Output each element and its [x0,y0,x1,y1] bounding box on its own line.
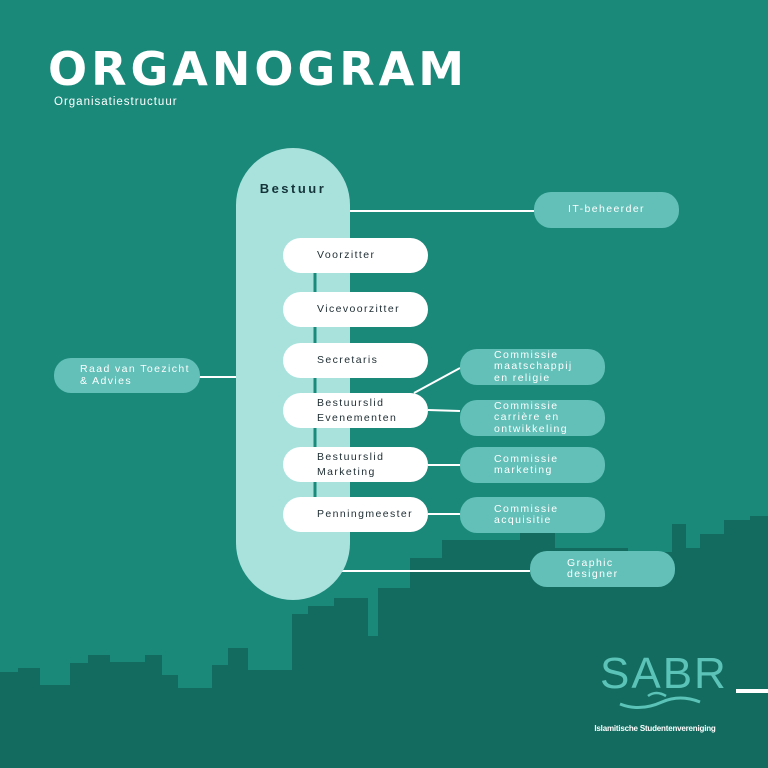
role-bestuurslid-evenementen: Bestuurslid Evenementen [283,393,428,428]
role-bestuurslid-marketing: Bestuurslid Marketing [283,447,428,482]
edge-dash [736,689,768,693]
node-commissie-carriere: Commissie carrière en ontwikkeling [460,400,605,436]
node-graphic-designer: Graphic designer [530,551,675,587]
logo-tagline: Islamitische Studentenvereniging [594,724,716,733]
connector-carriere [427,409,461,412]
role-voorzitter: Voorzitter [283,238,428,273]
logo-calligraphy-icon [619,691,701,709]
node-raad-van-toezicht: Raad van Toezicht & Advies [54,358,200,393]
role-secretaris: Secretaris [283,343,428,378]
page-subtitle: Organisatiestructuur [54,96,178,108]
logo-wordmark: SABR [600,649,728,698]
connector-maatschappij [413,367,461,394]
role-penningmeester: Penningmeester [283,497,428,532]
role-vicevoorzitter: Vicevoorzitter [283,292,428,327]
page-title: ORGANOGRAM [48,42,469,96]
node-commissie-acquisitie: Commissie acquisitie [460,497,605,533]
bestuur-title: Bestuur [259,181,327,196]
node-commissie-maatschappij: Commissie maatschappij en religie [460,349,605,385]
node-commissie-marketing: Commissie marketing [460,447,605,483]
node-it-beheerder: IT-beheerder [534,192,679,228]
